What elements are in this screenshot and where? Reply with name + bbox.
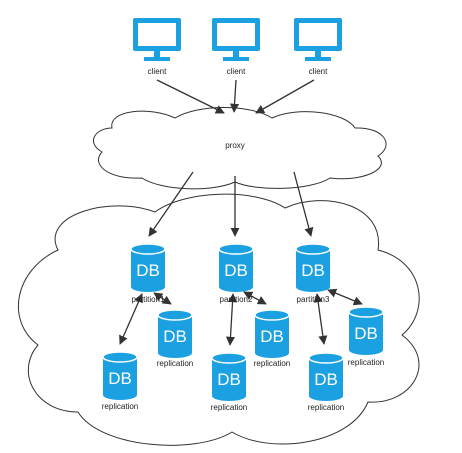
- database-icon: DB: [130, 243, 166, 292]
- client-label: client: [309, 67, 328, 76]
- edge-client3-proxy: [255, 79, 315, 114]
- db-label: DB: [217, 370, 241, 389]
- replication-label: replication: [157, 359, 193, 368]
- edge-proxy-partition3: [293, 171, 314, 237]
- proxy-label: proxy: [225, 141, 245, 150]
- edge-client2-proxy: [229, 79, 240, 113]
- replication-label: replication: [348, 358, 384, 367]
- client-node-3[interactable]: client: [294, 18, 342, 76]
- database-icon: DB: [157, 309, 193, 358]
- database-icon: DB: [295, 243, 331, 292]
- partition-node-1[interactable]: DB partition1: [130, 243, 166, 304]
- replication-node-6[interactable]: DB replication: [348, 306, 384, 367]
- db-label: DB: [136, 261, 160, 280]
- replication-node-4[interactable]: DB replication: [254, 309, 290, 368]
- partition-label: partition1: [132, 295, 165, 304]
- db-label: DB: [314, 370, 338, 389]
- replication-label: replication: [211, 403, 247, 412]
- partition-node-2[interactable]: DB partition2: [218, 243, 254, 304]
- replication-label: replication: [308, 403, 344, 412]
- monitor-icon: [133, 18, 181, 61]
- db-label: DB: [354, 324, 378, 343]
- partition-label: partition3: [297, 295, 330, 304]
- monitor-icon: [294, 18, 342, 61]
- client-label: client: [227, 67, 246, 76]
- db-label: DB: [260, 327, 284, 346]
- replication-label: replication: [102, 402, 138, 411]
- database-icon: DB: [348, 306, 384, 355]
- database-icon: DB: [218, 243, 254, 292]
- replication-node-5[interactable]: DB replication: [308, 352, 344, 412]
- edge-partition2-replication-left: [225, 293, 238, 346]
- database-icon: DB: [254, 309, 290, 358]
- edge-partition3-replication-right: [327, 288, 363, 306]
- client-node-2[interactable]: client: [212, 18, 260, 76]
- client-node-1[interactable]: client: [133, 18, 181, 76]
- db-label: DB: [301, 261, 325, 280]
- edge-proxy-partition1: [148, 171, 194, 237]
- monitor-icon: [212, 18, 260, 61]
- client-label: client: [148, 67, 167, 76]
- replication-label: replication: [254, 359, 290, 368]
- replication-node-3[interactable]: DB replication: [211, 352, 247, 412]
- db-label: DB: [224, 261, 248, 280]
- db-label: DB: [163, 327, 187, 346]
- db-label: DB: [108, 369, 132, 388]
- partition-node-3[interactable]: DB partition3: [295, 243, 331, 304]
- partition-label: partition2: [220, 295, 253, 304]
- edge-client1-proxy: [156, 79, 225, 114]
- edge-partition3-replication-left: [313, 293, 328, 345]
- edge-partition1-replication-right: [153, 292, 172, 305]
- replication-node-1[interactable]: DB replication: [102, 351, 138, 411]
- edge-partition2-replication-right: [243, 291, 267, 305]
- edge-partition1-replication-left: [119, 293, 143, 345]
- database-icon: DB: [211, 352, 247, 401]
- database-icon: DB: [308, 352, 344, 401]
- database-icon: DB: [102, 351, 138, 400]
- replication-node-2[interactable]: DB replication: [157, 309, 193, 368]
